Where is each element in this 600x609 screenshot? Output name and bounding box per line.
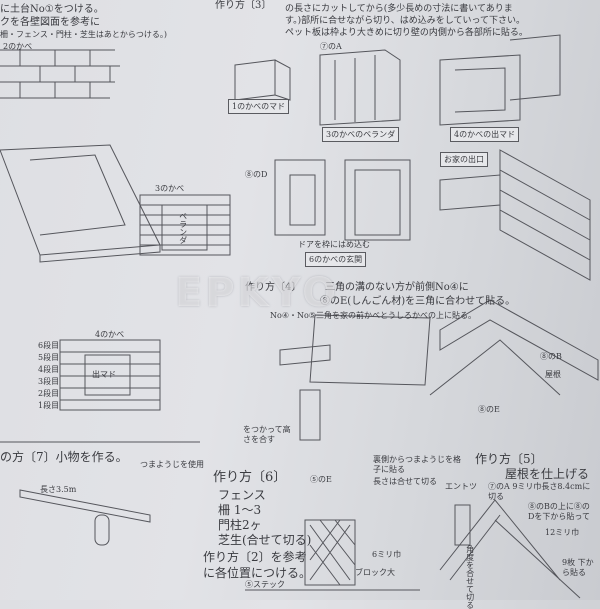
step5-subtitle: 屋根を仕上げる <box>505 467 590 481</box>
step5-note3: 12ミリ巾 <box>545 528 580 537</box>
step4-line2: ⑧のE(しんごん材)を三角に合わせて貼る。 <box>320 296 516 307</box>
step6-item: 芝生(合せて切る) <box>218 533 312 547</box>
wall2-label: 2のかべ <box>3 42 33 51</box>
row-label: 6段目 <box>38 341 60 350</box>
part-label: 3のかべのベランダ <box>322 127 400 142</box>
part-label: お家の出口 <box>440 152 488 167</box>
watermark: EPKYO <box>175 270 340 316</box>
part-label: 1のかべのマド <box>228 99 290 114</box>
step6-width: 6ミリ巾 <box>372 550 402 559</box>
row-label: 4段目 <box>38 365 60 374</box>
height-note: をつかって高さを合す <box>243 425 291 444</box>
step5-note4: 角度を合せて切る <box>465 545 475 609</box>
left-header-line3: 柵・フェンス・門柱・芝生はあとからつける。) <box>0 30 167 39</box>
roof-label: 屋根 <box>545 370 561 379</box>
part-8b: ⑧のB <box>540 352 562 361</box>
window-label: 出マド <box>92 370 116 379</box>
row-label: 3段目 <box>38 377 60 386</box>
step7-note: つまようじを使用 <box>140 460 204 469</box>
step3-line2: す。)部所に合せながら切り、はめ込みをしていって下さい。 <box>285 16 526 26</box>
wall2-bricks <box>0 49 120 99</box>
wall4-label: 4のかべ <box>95 330 125 339</box>
step5-note2: ⑧のBの上に⑧のDを下から貼って <box>528 502 591 521</box>
step6-stick: ⑤ステック <box>245 580 285 589</box>
step5-title: 作り方〔5〕 <box>475 452 543 466</box>
veranda-label: ベランダ <box>178 212 188 244</box>
part-label: 4のかべの出マド <box>450 127 520 142</box>
step4-line1: 三角の溝のない方が前側No④に <box>325 282 469 293</box>
step5-count: 9枚 下から貼る <box>562 558 594 577</box>
row-labels: 6段目 5段目 4段目 3段目 2段目 1段目 <box>38 340 59 412</box>
part-7a: ⑦のA <box>320 42 342 51</box>
step6-ref1: 作り方〔2〕を参考 <box>203 550 307 564</box>
step6-item: 柵 1〜3 <box>218 503 262 517</box>
part-8d: ⑧のD <box>245 170 268 179</box>
step6-item: フェンス <box>218 488 266 502</box>
step3-title: 作り方〔3〕 <box>215 0 272 11</box>
left-header-line1: に土台No①をつける。 <box>0 4 104 15</box>
step6-ref2: に各位置につける。 <box>203 566 312 580</box>
step4-title: 作り方〔4〕 <box>245 282 302 293</box>
step7-length: 長さ3.5m <box>40 485 77 494</box>
step6-part-e: ⑤のE <box>310 475 332 484</box>
step4-line3: No④・No⑤三角を家の前かべとうしろかべの上に貼る。 <box>270 311 476 320</box>
step6-block: ブロック大 <box>355 568 395 577</box>
row-label: 2段目 <box>38 389 60 398</box>
left-header-line2: クを各壁図面を参考に <box>0 17 100 28</box>
wall3-label: 3のかべ <box>155 184 185 193</box>
row-label: 1段目 <box>38 401 60 410</box>
step7-title: の方〔7〕小物を作る。 <box>0 450 128 464</box>
step6-item: 門柱2ヶ <box>218 518 262 532</box>
step6-items: フェンス 柵 1〜3 門柱2ヶ 芝生(合せて切る) <box>218 488 311 548</box>
row-label: 5段目 <box>38 353 60 362</box>
chimney-label: エントツ <box>445 482 477 491</box>
part-label: 6のかべの玄関 <box>305 252 367 267</box>
step6-title: 作り方〔6〕 <box>213 470 287 485</box>
step5-note1: ⑦のA 9ミリ巾長さ8.4cmに切る <box>488 482 591 501</box>
step3-line1: の長さにカットしてから(多少長めの寸法に書いてありま <box>285 4 513 14</box>
door-note: ドアを枠にはめ込む <box>298 240 370 249</box>
step3-line3: ペット板は枠より大きめに切り壁の内側から各部所に貼る。 <box>285 28 528 38</box>
part-8e: ⑧のE <box>478 405 500 414</box>
step6-note2: 長さは合せて切る <box>373 477 437 486</box>
step6-note1: 裏側からつまようじを格子に貼る <box>373 455 461 474</box>
